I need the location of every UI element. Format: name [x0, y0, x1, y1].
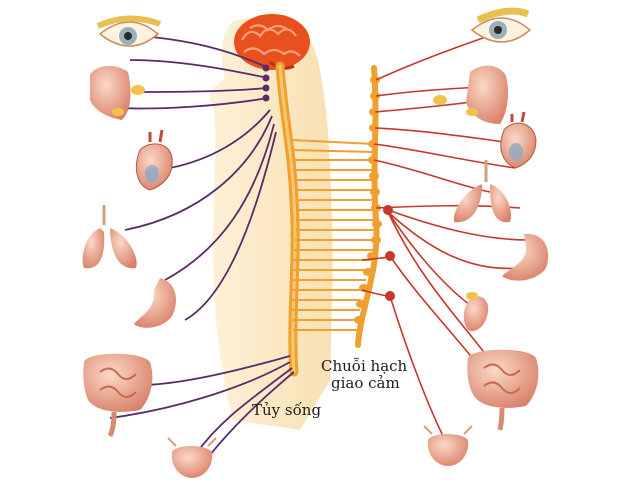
chain-connectors [291, 139, 377, 331]
intestine-left-icon [83, 353, 153, 438]
eye-left-icon [96, 15, 162, 47]
eye-right-icon [470, 7, 532, 43]
body-silhouette [209, 18, 333, 430]
sympathetic-ganglia [383, 205, 395, 301]
sympathetic-chain-label-line1: Chuỗi hạch [321, 357, 408, 375]
intestine-right-icon [467, 349, 539, 431]
nose-mouth-left-icon [90, 65, 145, 120]
heart-right-icon [500, 111, 537, 169]
bladder-right-icon [423, 425, 473, 466]
brain [234, 14, 310, 70]
bladder-left-icon [167, 437, 217, 478]
stomach-right-icon [502, 233, 549, 281]
spinal-cord-label: Tủy sống [252, 401, 322, 419]
stomach-left-icon [134, 278, 176, 328]
lungs-left-icon [82, 205, 137, 269]
parasympathetic-nerves [109, 35, 295, 456]
lungs-right-icon [453, 160, 512, 223]
parasympathetic-ganglia [262, 64, 270, 102]
chain-ganglia [354, 76, 382, 324]
sympathetic-chain-label: Chuỗi hạch giao cảm [321, 358, 407, 392]
sympathetic-chain-label-line2: giao cảm [331, 374, 400, 392]
heart-left-icon [135, 129, 173, 191]
kidney-right-icon [463, 292, 489, 332]
nose-mouth-right-icon [433, 65, 508, 124]
